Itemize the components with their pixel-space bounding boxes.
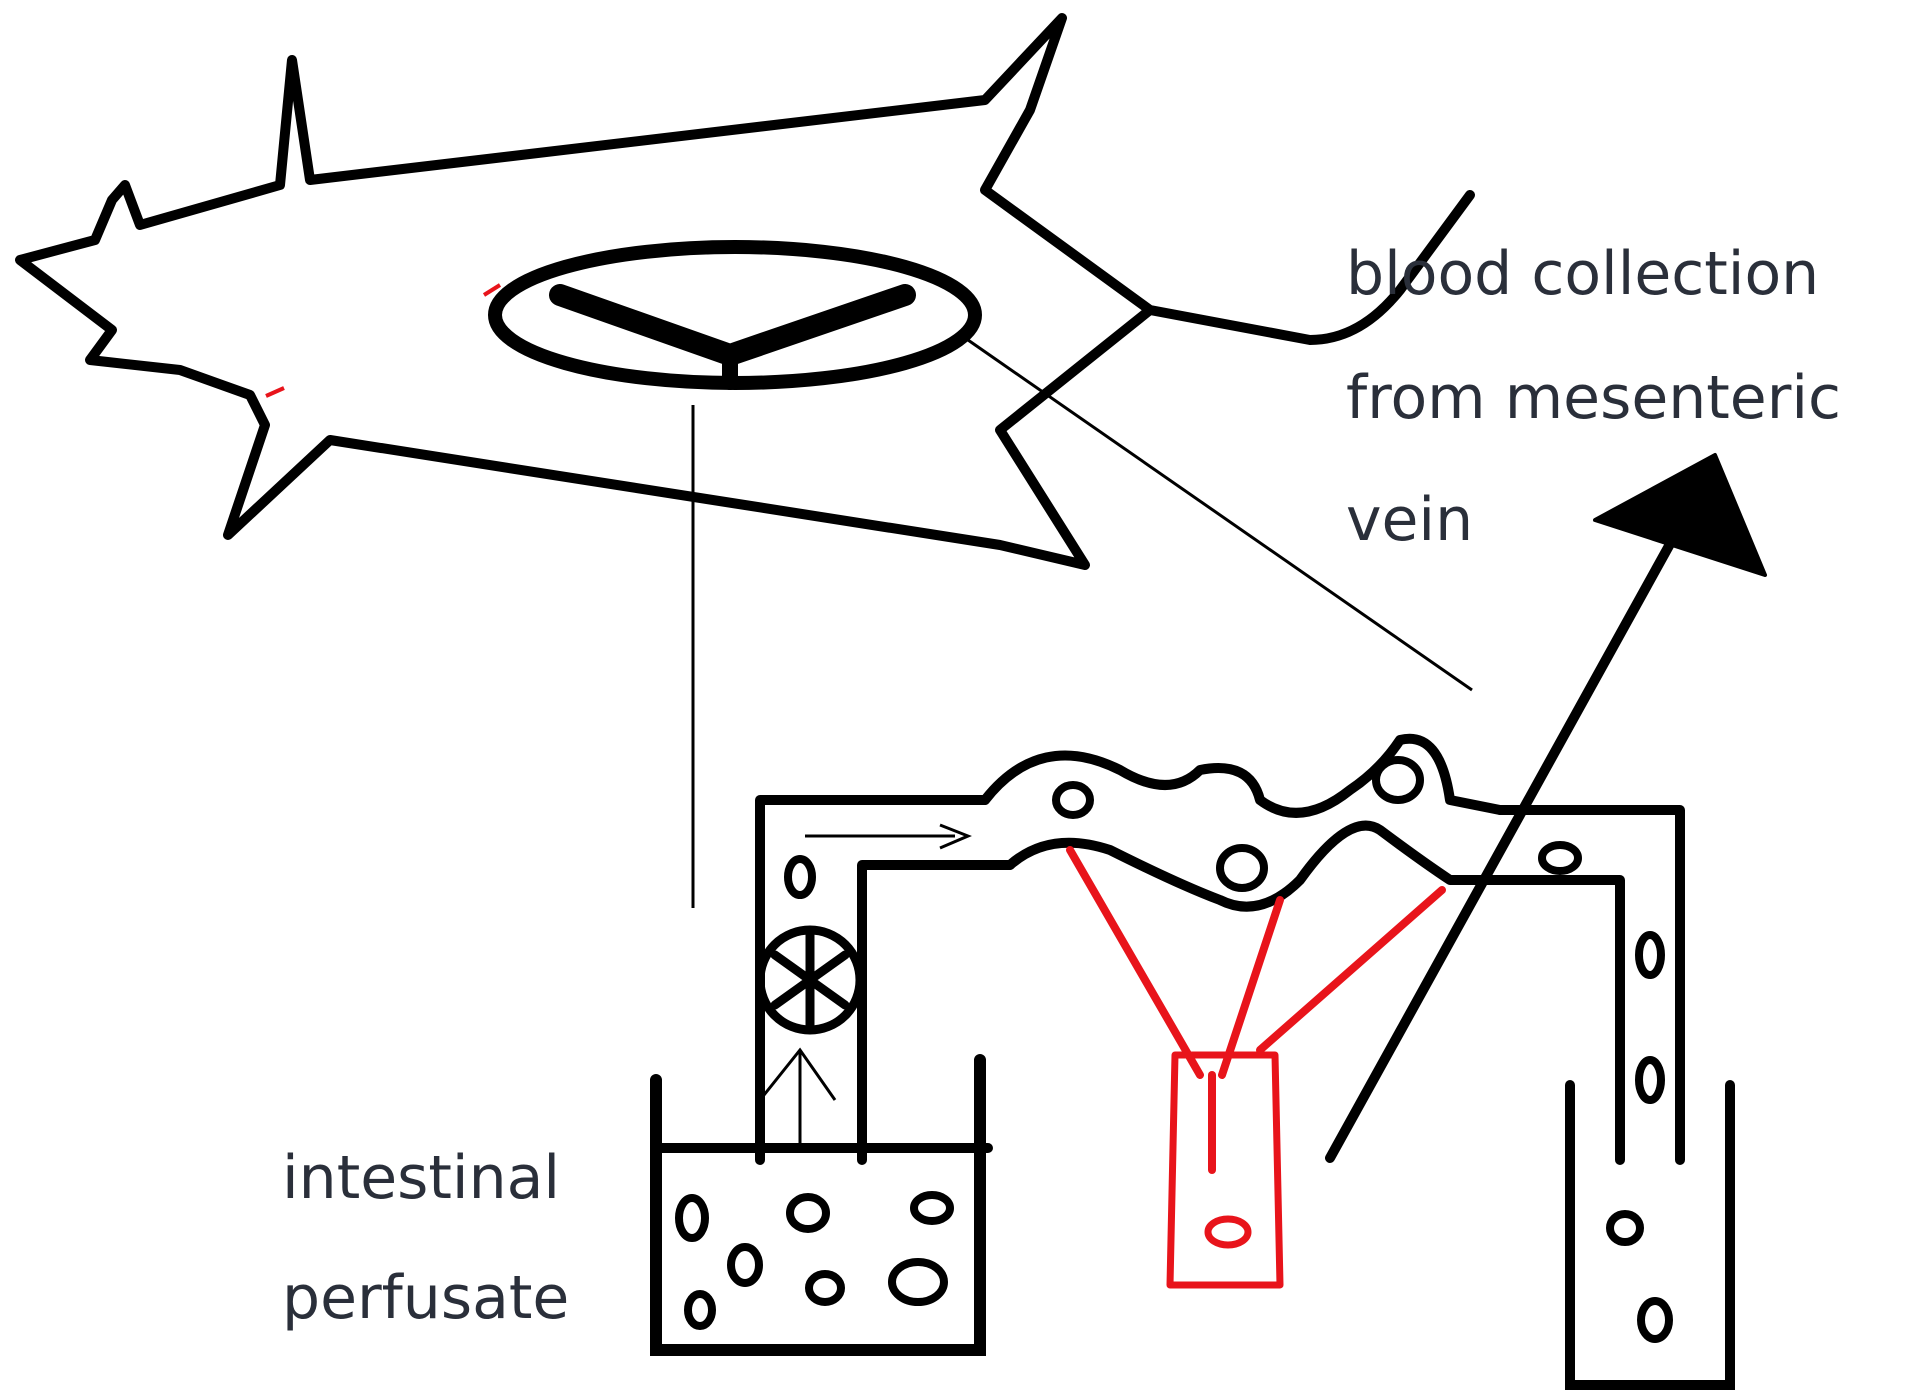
beaker-wall: [650, 1054, 986, 1356]
particle: [675, 1194, 709, 1242]
upward-arrow-icon: [1325, 453, 1767, 1163]
particle: [910, 1191, 954, 1225]
perfusion-circuit: [755, 733, 1685, 1165]
red-marks: [265, 283, 502, 398]
flow-arrows: [758, 823, 972, 1150]
particle: [786, 1193, 830, 1233]
flow-arrow-up: [758, 1047, 837, 1150]
tube-right-inner: [1495, 875, 1625, 1165]
bubble: [1635, 931, 1665, 979]
collected-bubble: [1606, 1210, 1644, 1246]
bubble: [784, 855, 816, 899]
peristaltic-pump-icon: [755, 925, 865, 1035]
collection-beaker: [1565, 1080, 1735, 1390]
blood-collection-label-line-3: vein: [1346, 485, 1474, 555]
flow-arrow-right: [805, 823, 972, 850]
blood-sampling-tube: [1066, 846, 1446, 1289]
sampling-line: [1218, 896, 1284, 1079]
bubble: [1052, 781, 1094, 819]
arrow-head: [1593, 453, 1767, 577]
leader-line-right: [967, 338, 1473, 692]
intestine-upper-wall: [980, 733, 1505, 818]
perfusate-beaker: [650, 1054, 993, 1356]
sampling-line: [1256, 886, 1446, 1054]
tube-left-outer: [755, 795, 990, 1165]
bubble: [1216, 844, 1268, 892]
blood-collection-label-line-1: blood collection: [1346, 239, 1820, 309]
bubble: [1538, 841, 1582, 875]
sampling-vial: [1166, 1051, 1284, 1289]
rat-outline-icon: [15, 13, 1475, 570]
intestinal-perfusate-label-line-1: intestinal: [282, 1143, 561, 1213]
bubble: [1635, 1056, 1665, 1104]
intestinal-perfusate-label-line-2: perfusate: [282, 1263, 570, 1333]
intestine-loop: [488, 240, 982, 390]
sampling-line: [1066, 846, 1204, 1079]
perfusate-particles: [675, 1191, 954, 1330]
blood-collection-label-line-2: from mesenteric: [1346, 363, 1842, 433]
tube-right-outer: [1495, 805, 1685, 1165]
intestine-segment: [549, 284, 916, 367]
pump-spokes: [770, 927, 850, 1033]
leader-lines: [691, 338, 1473, 908]
rat-body: [15, 13, 1475, 570]
red-mark: [265, 386, 285, 398]
particle: [888, 1258, 948, 1306]
intestine-lower-wall: [1005, 820, 1505, 912]
collection-beaker-wall: [1565, 1080, 1735, 1390]
arrow-shaft: [1325, 530, 1680, 1163]
tube-bubbles: [784, 756, 1665, 1104]
particle: [727, 1243, 763, 1287]
blood-drop: [1204, 1215, 1252, 1249]
bubble: [1372, 756, 1424, 804]
particle: [805, 1270, 845, 1306]
tube-left-inner: [857, 860, 1015, 1165]
red-mark: [482, 283, 502, 297]
collected-bubble: [1637, 1297, 1673, 1343]
particle: [684, 1290, 716, 1330]
